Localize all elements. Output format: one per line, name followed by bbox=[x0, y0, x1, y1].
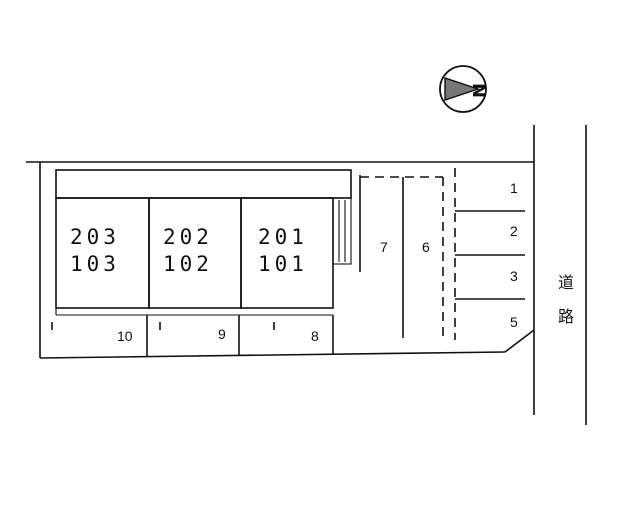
road: 道 路 bbox=[533, 125, 587, 425]
road-label-bottom: 路 bbox=[558, 307, 574, 326]
parking-slot-label: 10 bbox=[117, 328, 133, 344]
unit-label: 102 bbox=[163, 252, 213, 276]
parking-slot-label: 7 bbox=[380, 239, 388, 255]
parking-slot-label: 6 bbox=[422, 239, 430, 255]
compass: N bbox=[439, 65, 489, 113]
parking-slot-label: 8 bbox=[311, 328, 319, 344]
unit-label: 202 bbox=[163, 225, 213, 249]
staircase bbox=[332, 197, 352, 265]
parking-slot-label: 2 bbox=[510, 223, 518, 239]
unit-label: 201 bbox=[258, 225, 308, 249]
parking-slot-label: 9 bbox=[218, 326, 226, 342]
unit-label: 101 bbox=[258, 252, 308, 276]
road-label-top: 道 bbox=[558, 273, 574, 292]
north-label: N bbox=[468, 83, 489, 98]
middle-parking: 7 6 bbox=[359, 175, 444, 340]
parking-slot-label: 1 bbox=[510, 180, 518, 196]
unit-label: 203 bbox=[70, 225, 120, 249]
boundary-bottom bbox=[39, 351, 506, 359]
front-parking: 10 9 8 bbox=[51, 315, 334, 356]
apartment-building: 203 103 202 102 201 101 bbox=[55, 169, 352, 316]
boundary-corner bbox=[504, 329, 535, 353]
parking-slot-label: 5 bbox=[510, 314, 518, 330]
stair-outline bbox=[332, 197, 352, 265]
right-parking: 1 2 3 5 bbox=[454, 168, 525, 340]
site-boundary bbox=[26, 161, 535, 359]
parking-slot-label: 3 bbox=[510, 268, 518, 284]
balcony-strip bbox=[55, 169, 352, 199]
unit-label: 103 bbox=[70, 252, 120, 276]
north-arrow-icon bbox=[444, 77, 481, 101]
